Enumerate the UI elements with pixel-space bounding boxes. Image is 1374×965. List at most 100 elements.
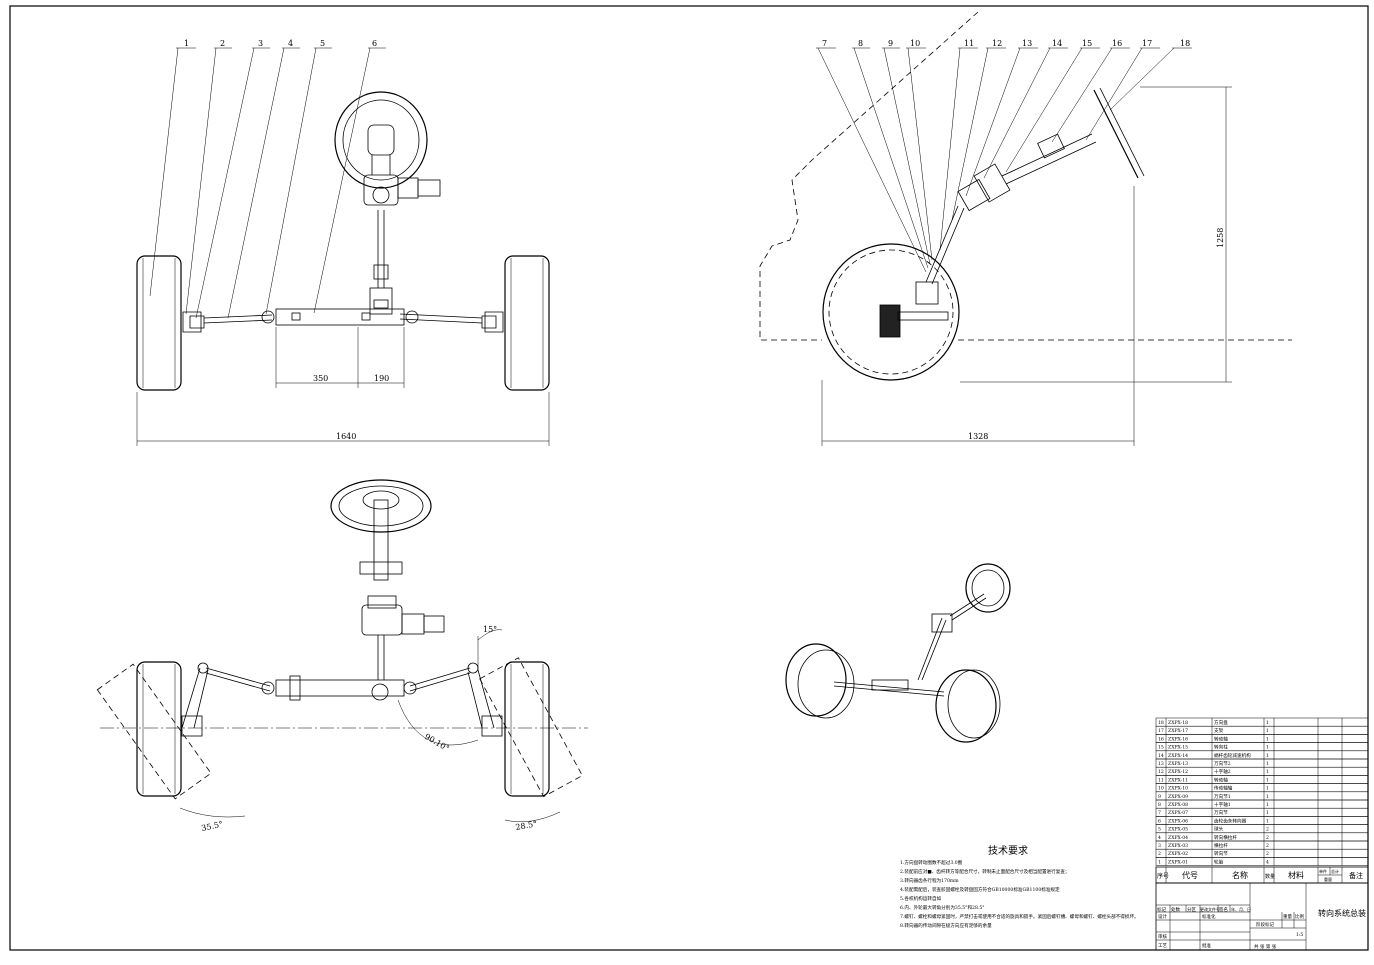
balloon-14: 14 <box>983 39 1068 179</box>
bom-h-single: 单件 <box>1319 868 1327 874</box>
bom-qty: 1 <box>1266 720 1269 726</box>
bom-h-qty: 数量 <box>1265 873 1275 880</box>
side-balloons: 7 8 9 10 11 12 13 14 15 16 17 18 <box>816 39 1192 273</box>
tb-role-design: 设计 <box>1158 913 1167 920</box>
bom-qty: 1 <box>1266 761 1269 767</box>
svg-text:6: 6 <box>372 39 377 48</box>
bom-h-remark: 备注 <box>1349 871 1363 880</box>
tech-line-2: 2.装配前应对■、齿杆转方等配合尺寸，转制未止面配合尺寸及相当配置进行复查； <box>900 868 1070 875</box>
balloon-18: 18 <box>1109 39 1192 111</box>
bom-name: 球头 <box>1214 826 1224 833</box>
angle-right-wheel: 28.5° <box>515 819 538 832</box>
bom-no: 2 <box>1158 851 1161 857</box>
tb-role-std: 标准化 <box>1202 913 1216 920</box>
tb-weight: 重量 <box>1283 913 1292 920</box>
bom-code: ZXPX-10 <box>1168 786 1188 792</box>
bom-name: 齿轮齿条转向器 <box>1214 817 1247 824</box>
dim-190: 190 <box>374 374 389 383</box>
bom-qty: 4 <box>1266 859 1269 865</box>
bom-name: 转向柱 <box>1214 744 1228 751</box>
bom-name: 传动轴轴 <box>1214 785 1233 792</box>
balloon-9: 9 <box>882 39 931 265</box>
bom-qty: 1 <box>1266 802 1269 808</box>
bom-name: 十字轴2 <box>1214 768 1231 775</box>
balloon-1: 1 <box>149 39 196 297</box>
bom-qty: 2 <box>1266 835 1269 841</box>
bom-qty: 1 <box>1266 728 1269 734</box>
bom-code: ZXPX-05 <box>1168 827 1188 833</box>
tech-requirements: 技术要求 1.方向盘转动圈数不超过3.0圈 2.装配前应对■、齿杆转方等配合尺寸… <box>900 844 1139 929</box>
bom-no: 7 <box>1158 810 1161 816</box>
tech-heading: 技术要求 <box>988 844 1028 857</box>
bom-qty: 1 <box>1266 777 1269 783</box>
bom-code: ZXPX-13 <box>1168 761 1188 767</box>
left-wheel <box>136 255 182 391</box>
bom-no: 4 <box>1158 835 1161 841</box>
svg-text:9: 9 <box>888 39 893 48</box>
bom-code: ZXPX-17 <box>1168 728 1188 734</box>
side-wheel <box>822 243 960 381</box>
bom-h-code: 代号 <box>1182 870 1198 880</box>
svg-text:3: 3 <box>258 39 263 48</box>
balloon-6: 6 <box>313 39 386 314</box>
bom-h-material: 材料 <box>1288 870 1304 880</box>
bom-h-total: 总计 <box>1331 868 1339 874</box>
bom-code: ZXPX-03 <box>1168 843 1188 849</box>
bom-name: 十字轴1 <box>1214 801 1231 808</box>
balloon-11: 11 <box>939 39 978 251</box>
right-wheel <box>504 255 550 391</box>
bom-h-no: 序号 <box>1157 872 1169 880</box>
bom-name: 方向盘 <box>1214 719 1228 726</box>
isometric-view <box>785 563 1011 743</box>
bom-no: 17 <box>1158 728 1164 734</box>
tech-line-4: 4.装配需配后，装查胶固螺栓及转盘固方符合GB10000标准GB1100标准规定 <box>900 886 1060 893</box>
front-view: 350 190 1640 <box>136 91 550 446</box>
tech-line-8: 8.转向器的传动间隙在极方向应有足够的余量 <box>900 922 992 929</box>
tb-label-date: 年、月、日 <box>1231 906 1251 912</box>
front-steering-wheel <box>334 91 428 189</box>
dim-1640: 1640 <box>336 432 356 441</box>
bom-name: 蜗杆齿轮减速机构 <box>1214 752 1251 759</box>
tb-drawing-name: 转向系统总装 <box>1318 908 1366 918</box>
bom-qty: 1 <box>1266 810 1269 816</box>
svg-text:17: 17 <box>1142 39 1152 48</box>
svg-text:7: 7 <box>822 39 827 48</box>
bom-code: ZXPX-16 <box>1168 736 1188 742</box>
svg-text:16: 16 <box>1112 39 1122 48</box>
balloon-2: 2 <box>185 39 232 315</box>
bom-no: 9 <box>1158 794 1161 800</box>
svg-text:15: 15 <box>1082 39 1092 48</box>
bom-code: ZXPX-15 <box>1168 745 1188 751</box>
bom-name: 横拉杆 <box>1214 842 1228 849</box>
svg-text:12: 12 <box>992 39 1002 48</box>
angle-inner: 90.10° <box>423 732 451 753</box>
balloon-17: 17 <box>1085 39 1160 141</box>
angle-top: 15° <box>483 625 497 634</box>
balloon-15: 15 <box>1005 39 1100 173</box>
bom-name: 万向节2 <box>1214 760 1231 767</box>
sheet-border <box>9 5 1369 951</box>
balloon-16: 16 <box>1051 39 1130 143</box>
bom-no: 12 <box>1158 769 1164 775</box>
tb-role-approve: 批准 <box>1202 942 1211 949</box>
bom-qty: 2 <box>1266 843 1269 849</box>
bom-no: 5 <box>1158 827 1161 833</box>
bom-name: 转动轴 <box>1214 776 1228 783</box>
tb-label-sign: 签名 <box>1219 906 1228 913</box>
svg-text:13: 13 <box>1022 39 1032 48</box>
tech-line-7: 7.螺钉、螺栓和螺母紧固时，严禁打击或使用不合适的旋具和扳手。紧固后螺钉槽、螺母… <box>900 913 1139 920</box>
bom-name: 转向横拉杆 <box>1214 834 1237 841</box>
tb-label-count: 处数 <box>1171 906 1180 913</box>
bom-code: ZXPX-09 <box>1168 794 1188 800</box>
